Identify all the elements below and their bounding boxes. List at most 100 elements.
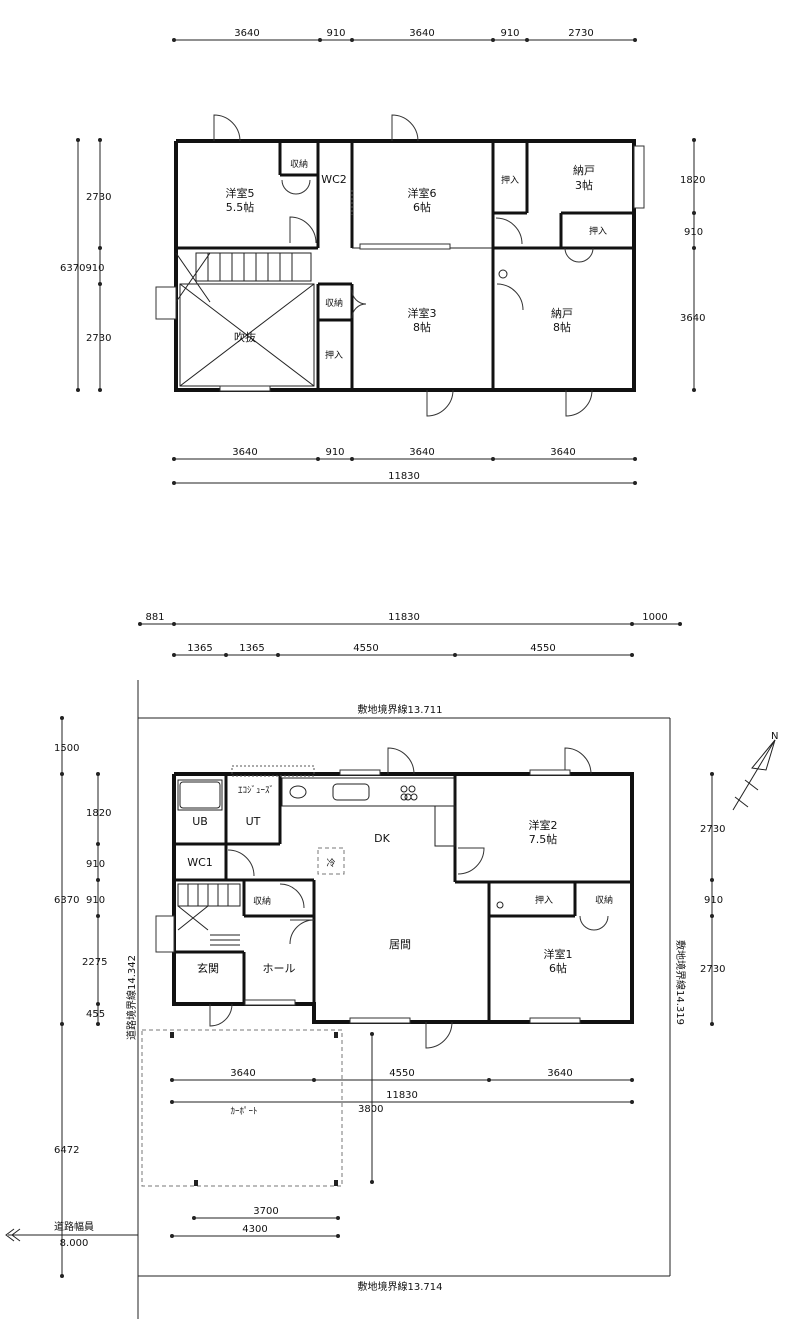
dim-label: 4550 — [389, 1068, 414, 1079]
ground-room-labels: UB UT ｴｺｼﾞｭｰｽﾞ DK 冷 洋室2 7.5帖 WC1 収納 押入 収… — [187, 785, 613, 975]
dim-label: 2730 — [700, 824, 725, 835]
dim-label: 11830 — [388, 471, 420, 482]
upper-left-dimensions: 2730 6370910 2730 — [60, 138, 111, 392]
dim-label: 3640 — [409, 28, 434, 39]
ground-doors — [209, 747, 609, 1049]
dim-label: 3800 — [358, 1104, 383, 1115]
dim-label: 2730 — [700, 964, 725, 975]
room-label-closet: 押入 — [589, 225, 607, 237]
dim-label: 1500 — [54, 743, 79, 754]
room-label-ub: UB — [192, 815, 208, 828]
road-width-value: 8.000 — [60, 1238, 89, 1249]
dim-label: 4550 — [530, 643, 555, 654]
dim-label: 910 — [86, 895, 105, 906]
upper-doors — [213, 114, 594, 417]
upper-stairs — [175, 252, 312, 303]
dim-label: 3640 — [680, 313, 705, 324]
carport-label: ｶｰﾎﾟｰﾄ — [230, 1106, 257, 1117]
dim-label: 1365 — [187, 643, 212, 654]
dim-label: 3640 — [547, 1068, 572, 1079]
room-label-nando: 納戸 — [551, 307, 573, 320]
ground-windows — [155, 769, 581, 1024]
dim-label: 2275 — [82, 957, 107, 968]
room-size-western2: 7.5帖 — [529, 833, 558, 846]
room-label-closet: 押入 — [501, 174, 519, 186]
room-label-wc1: WC1 — [187, 856, 213, 869]
dim-label: 6370 — [54, 895, 79, 906]
dim-label: 4550 — [353, 643, 378, 654]
room-size-nando: 3帖 — [575, 179, 593, 192]
room-label-hall: ホール — [263, 962, 296, 975]
dim-label: 1820 — [680, 175, 705, 186]
room-label-void: 吹抜 — [234, 330, 256, 344]
room-label-ut: UT — [246, 815, 261, 828]
eco-label: ｴｺｼﾞｭｰｽﾞ — [238, 785, 274, 796]
dim-label: 11830 — [386, 1090, 418, 1101]
north-arrow: N — [732, 731, 778, 811]
room-label-storage: 収納 — [290, 158, 308, 170]
dim-label: 2730 — [568, 28, 593, 39]
room-label-entrance: 玄関 — [197, 961, 219, 975]
dim-label: 2730 — [86, 333, 111, 344]
ground-bottom-dimensions: 3640 4550 3640 11830 — [170, 1068, 634, 1104]
dim-label: 3640 — [232, 447, 257, 458]
dim-label: 1365 — [239, 643, 264, 654]
room-label-nando: 納戸 — [573, 164, 595, 177]
room-label-closet: 押入 — [325, 349, 343, 361]
room-label-western1: 洋室1 — [544, 947, 573, 961]
upper-top-dimensions: 3640 910 3640 910 2730 — [172, 28, 637, 42]
dim-label: 910 — [500, 28, 519, 39]
ground-walls — [172, 772, 634, 1024]
road-width: 道路幅員 8.000 — [5, 1220, 138, 1249]
dim-label: 3640 — [230, 1068, 255, 1079]
dim-label: 1820 — [86, 808, 111, 819]
ground-floor: 881 11830 1000 1365 1365 4550 4550 敷地境界線… — [5, 612, 778, 1319]
road-width-label: 道路幅員 — [54, 1220, 94, 1233]
room-size-western6: 6帖 — [413, 201, 431, 214]
room-label-storage: 収納 — [325, 297, 343, 309]
dim-label: 3700 — [253, 1206, 278, 1217]
room-label-closet: 押入 — [535, 894, 553, 906]
dim-label: 11830 — [388, 612, 420, 623]
room-size-western1: 6帖 — [549, 962, 567, 975]
dim-label: 910 — [704, 895, 723, 906]
dim-label: 3640 — [550, 447, 575, 458]
ground-right-dimensions: 2730 910 2730 — [700, 772, 725, 1026]
dim-label: 1000 — [642, 612, 667, 623]
ground-left-dimensions: 1500 1820 910 910 6370 2275 455 6472 — [54, 716, 111, 1278]
dim-label: 6472 — [54, 1145, 79, 1156]
room-label-living: 居間 — [389, 938, 411, 951]
room-label-dk: DK — [374, 832, 390, 845]
site-boundary-label: 敷地境界線13.714 — [358, 1280, 443, 1293]
room-label-storage: 収納 — [595, 894, 613, 906]
upper-room-labels: 洋室5 5.5帖 収納 WC2 洋室6 6帖 押入 納戸 3帖 押入 吹抜 収納… — [226, 158, 608, 361]
carport: ｶｰﾎﾟｰﾄ 3800 3700 4300 — [141, 1029, 383, 1238]
room-size-western3: 8帖 — [413, 321, 431, 334]
upper-bottom-dimensions: 3640 910 3640 3640 11830 — [172, 447, 637, 485]
room-label-western5: 洋室5 — [226, 186, 255, 200]
room-label-western2: 洋室2 — [529, 818, 558, 832]
room-label-western6: 洋室6 — [408, 186, 437, 200]
dim-label: 910 — [86, 859, 105, 870]
room-size-western5: 5.5帖 — [226, 201, 255, 214]
dim-label: 3640 — [409, 447, 434, 458]
dim-label: 910 — [684, 227, 703, 238]
room-size-nando: 8帖 — [553, 321, 571, 334]
upper-walls — [174, 139, 636, 392]
fridge-label: 冷 — [326, 857, 335, 869]
upper-floor: 3640 910 3640 910 2730 2730 6370910 2730… — [60, 28, 705, 485]
upper-right-dimensions: 1820 910 3640 — [680, 138, 705, 392]
dim-label: 4300 — [242, 1224, 267, 1235]
dim-label: 910 — [325, 447, 344, 458]
ground-top-dimensions: 881 11830 1000 1365 1365 4550 4550 — [138, 612, 682, 657]
site-boundary-label: 敷地境界線13.711 — [358, 703, 443, 716]
north-label: N — [771, 731, 778, 742]
dim-label: 3640 — [234, 28, 259, 39]
dim-label: 2730 — [86, 192, 111, 203]
upper-windows — [155, 145, 645, 392]
ground-stairs — [177, 883, 241, 946]
dim-label: 910 — [326, 28, 345, 39]
site-boundary: 敷地境界線13.711 敷地境界線13.714 道路境界線14.342 敷地境界… — [125, 680, 687, 1319]
dim-label: 6370910 — [60, 263, 105, 274]
road-boundary-label: 道路境界線14.342 — [125, 955, 138, 1040]
